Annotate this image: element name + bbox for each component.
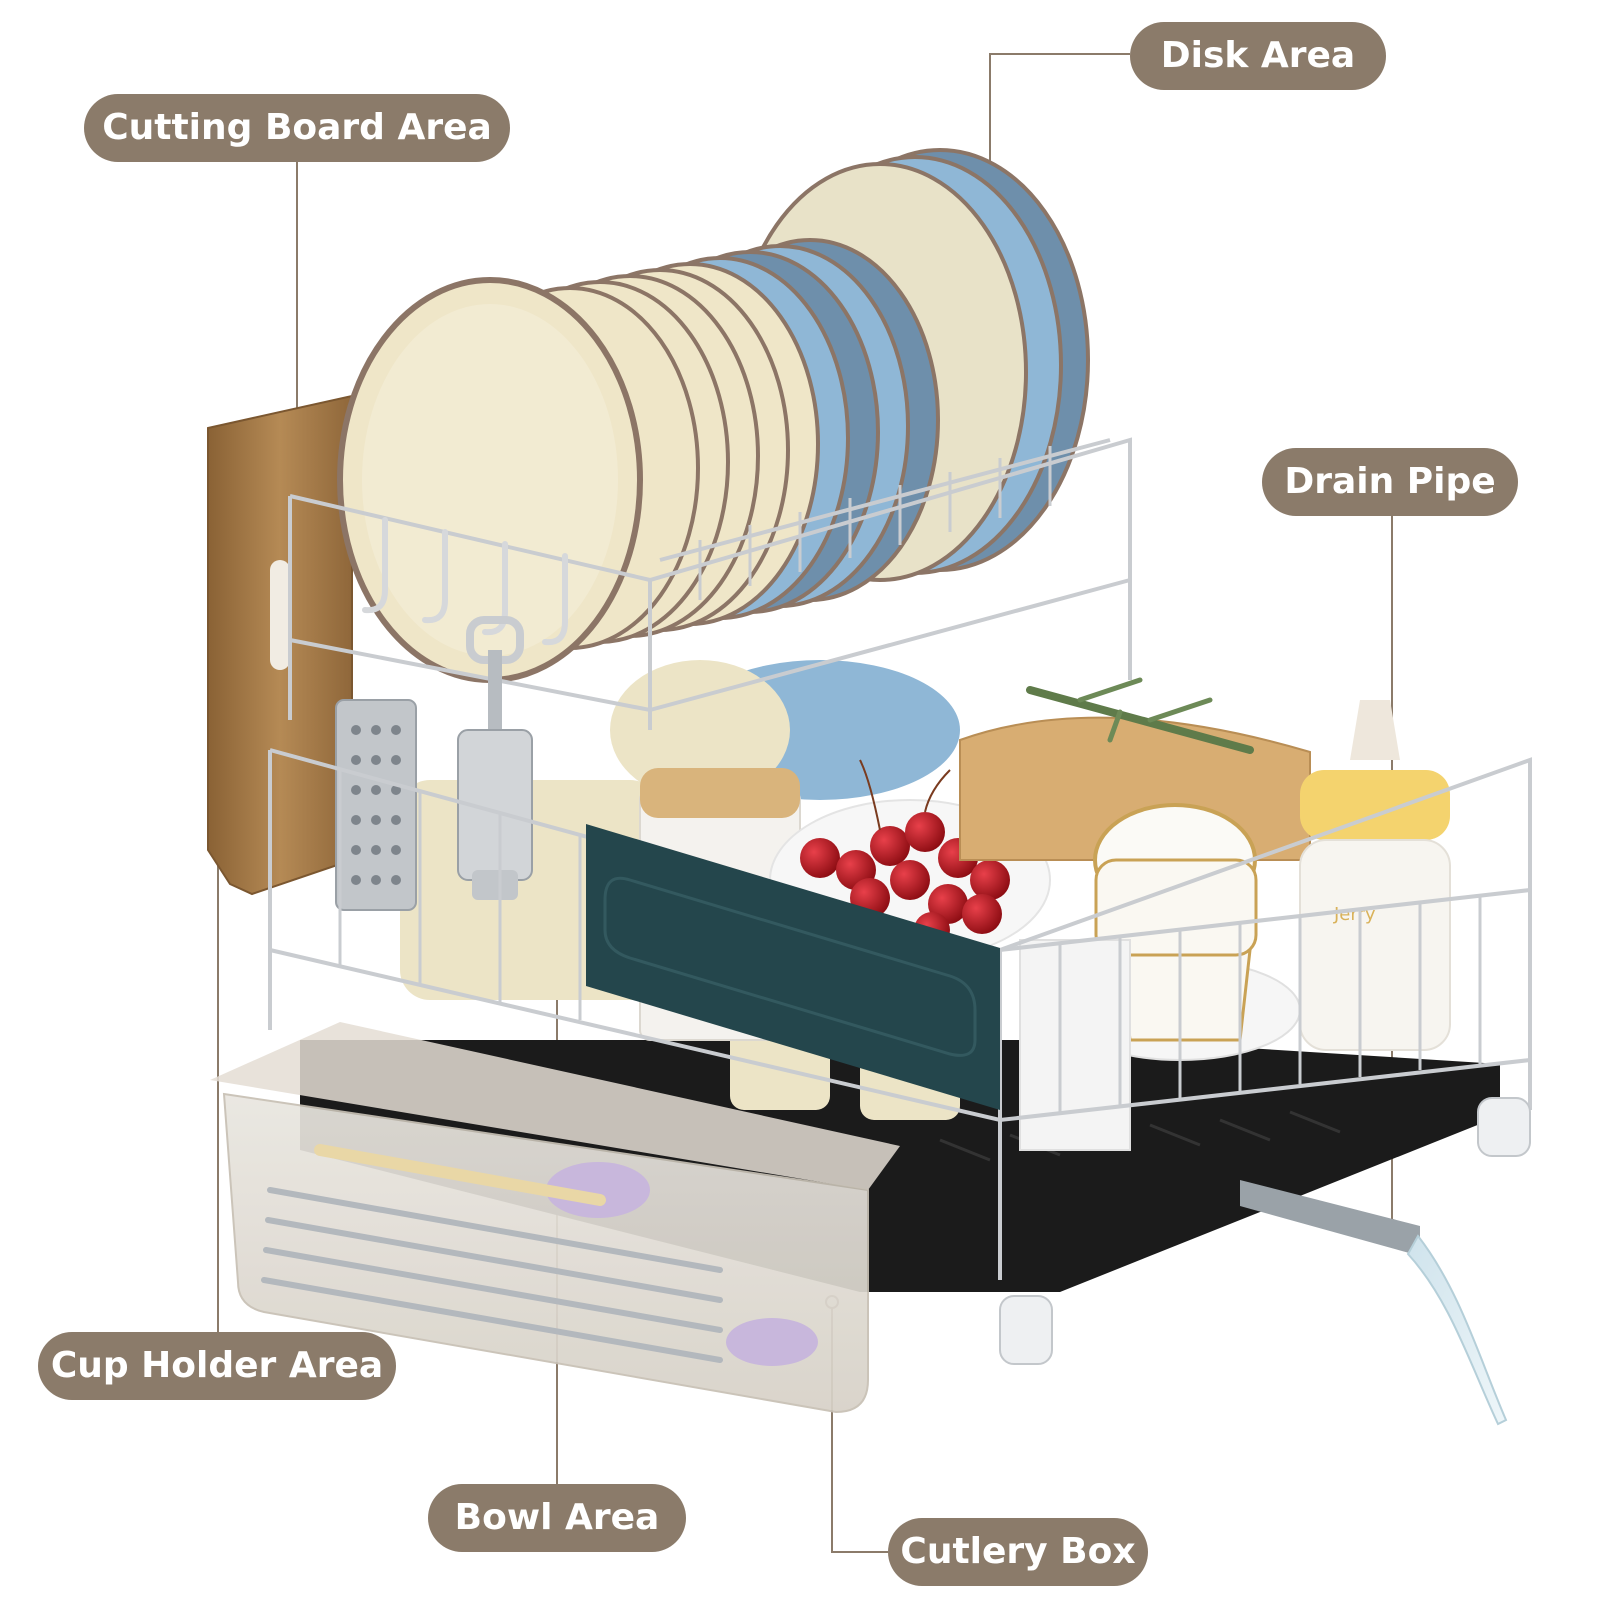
corkscrew-icon bbox=[457, 616, 533, 900]
cutting-board bbox=[207, 394, 353, 896]
label-drain-pipe: Drain Pipe bbox=[1262, 448, 1518, 516]
green-panel bbox=[586, 824, 1000, 1110]
hook-icon bbox=[362, 517, 568, 646]
label-cutlery-box: Cutlery Box bbox=[888, 1518, 1148, 1586]
cutlery-box bbox=[210, 1022, 900, 1414]
baby-bottle: Jerry bbox=[1299, 700, 1451, 1051]
label-disk-area: Disk Area bbox=[1130, 22, 1386, 90]
lower-wire-rack bbox=[268, 748, 1532, 1280]
label-cup-holder-area: Cup Holder Area bbox=[38, 1332, 396, 1400]
drain-pipe bbox=[1240, 1180, 1508, 1426]
rack-feet bbox=[999, 1097, 1531, 1365]
upper-plates bbox=[337, 148, 1090, 683]
label-bowl-area: Bowl Area bbox=[428, 1484, 686, 1552]
label-cutting-board-area: Cutting Board Area bbox=[84, 94, 510, 162]
upper-wire-rack bbox=[288, 437, 1132, 730]
grater-icon bbox=[335, 699, 417, 911]
